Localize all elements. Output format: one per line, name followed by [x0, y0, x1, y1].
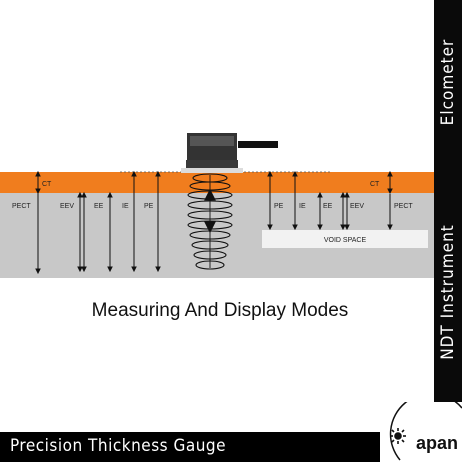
label-pect-right: PECT — [394, 203, 413, 210]
brand-name-text: Elcometer — [438, 38, 458, 126]
probe-icon — [181, 133, 278, 173]
apan-logo: apan — [380, 402, 462, 462]
brand-category-text: NDT Instrument — [438, 224, 458, 360]
measurement-arrows — [35, 170, 393, 275]
label-pect-left: PECT — [12, 203, 31, 210]
void-space — [262, 230, 428, 248]
label-ie-left: IE — [122, 203, 129, 210]
void-space-label: VOID SPACE — [324, 237, 367, 244]
coil-icon — [187, 173, 233, 270]
label-ct-left: CT — [42, 181, 52, 188]
label-ee-left: EE — [94, 203, 104, 210]
footer-title: Precision Thickness Gauge — [10, 436, 227, 456]
logo-text: apan — [415, 433, 458, 453]
footer-bar: Precision Thickness Gauge — [0, 432, 380, 462]
label-ee-right: EE — [323, 203, 333, 210]
label-pe-left: PE — [144, 203, 154, 210]
sun-icon — [390, 428, 406, 444]
brand-side-bar: Elcometer NDT Instrument — [434, 0, 462, 402]
label-eev-left: EEV — [60, 203, 74, 210]
label-pe-right: PE — [274, 203, 284, 210]
measurement-diagram: VOID SPACE — [0, 133, 440, 278]
label-eev-right: EEV — [350, 203, 364, 210]
label-ie-right: IE — [299, 203, 306, 210]
label-ct-right: CT — [370, 181, 380, 188]
page-heading: Measuring And Display Modes — [91, 300, 349, 321]
